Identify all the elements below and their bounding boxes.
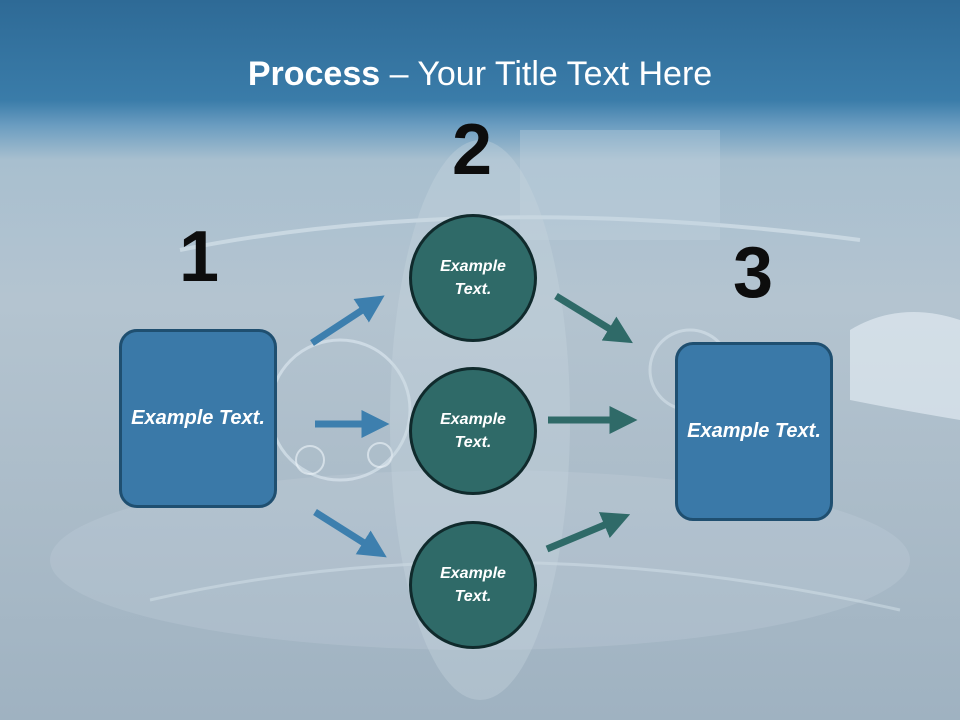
step-circle-bottom-label: Example Text. [440, 565, 506, 605]
step-number-1: 1 [178, 217, 220, 297]
step-circle-top: Example Text. [409, 214, 537, 342]
step-box-right-label: Example Text. [687, 420, 821, 442]
arrow-top-to-right [554, 293, 633, 344]
arrow-bottom-to-right [545, 512, 631, 553]
step-box-left-label: Example Text. [131, 407, 265, 429]
step-circle-bottom: Example Text. [409, 521, 537, 649]
step-number-3: 3 [732, 233, 774, 313]
arrow-left-to-top [310, 295, 385, 346]
step-circle-top-label: Example Text. [440, 258, 506, 298]
step-box-left: Example Text. [119, 329, 277, 508]
title-rest: – Your Title Text Here [380, 55, 713, 93]
step-circle-middle-label: Example Text. [440, 411, 506, 451]
step-number-2: 2 [451, 110, 493, 190]
step-circle-middle: Example Text. [409, 367, 537, 495]
step-box-right: Example Text. [675, 342, 833, 521]
slide-title: Process – Your Title Text Here [0, 52, 960, 96]
title-bold: Process [247, 55, 381, 93]
arrow-left-to-bottom [313, 509, 387, 558]
